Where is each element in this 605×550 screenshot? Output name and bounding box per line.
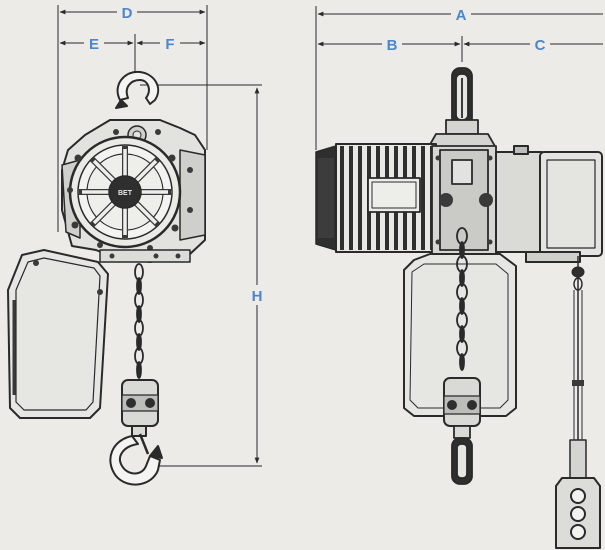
pendant-button-up bbox=[570, 488, 586, 504]
right-flange bbox=[179, 149, 206, 241]
dimension-label-a: A bbox=[456, 7, 467, 24]
dimension-label-c: C bbox=[535, 37, 546, 54]
hoist-side-view bbox=[315, 67, 603, 549]
control-box bbox=[495, 145, 603, 263]
dimension-label-e: E bbox=[89, 36, 99, 53]
motor-housing bbox=[315, 143, 437, 253]
motor-logo-hub bbox=[108, 175, 142, 209]
dimension-label-d: D bbox=[122, 5, 133, 22]
dimension-label-backgrounds bbox=[84, 3, 550, 305]
bottom-hook bbox=[109, 425, 163, 486]
dimension-label-f: F bbox=[165, 36, 174, 53]
pendant-button-down bbox=[570, 506, 586, 522]
chain-container bbox=[7, 249, 109, 419]
load-chain-front bbox=[134, 263, 144, 379]
chain-guide-bracket bbox=[99, 249, 191, 263]
casing-bolts bbox=[67, 129, 193, 251]
top-suspension-lug bbox=[427, 67, 497, 149]
top-hook bbox=[115, 70, 160, 109]
hoist-front-view bbox=[7, 70, 206, 486]
pendant-button-stop bbox=[570, 524, 586, 540]
bottom-hook-side bbox=[451, 425, 473, 485]
pendant-control bbox=[555, 477, 601, 549]
gear-housing bbox=[431, 145, 497, 255]
pendant-cable bbox=[569, 256, 587, 481]
motor-badge-text: BET bbox=[118, 190, 133, 197]
load-chain-side bbox=[456, 227, 468, 371]
dimension-label-h: H bbox=[252, 288, 263, 305]
dimension-label-b: B bbox=[387, 37, 398, 54]
motor-nameplate bbox=[367, 177, 421, 213]
